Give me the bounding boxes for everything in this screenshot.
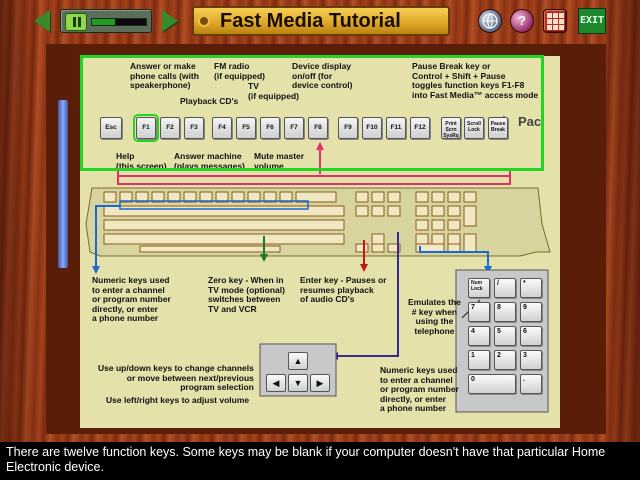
numpad-key: 4	[468, 326, 490, 346]
label-playback-cds: Playback CD's	[180, 96, 239, 106]
pause-break-key: Pause Break	[488, 117, 508, 139]
label-tv: TV(if equipped)	[248, 81, 299, 101]
exit-button[interactable]: EXIT	[578, 8, 606, 34]
purple-line-arrows	[338, 232, 399, 357]
numpad-key: 6	[520, 326, 542, 346]
next-page-icon[interactable]	[162, 10, 178, 32]
arrow-down-key: ▼	[288, 374, 308, 392]
function-key-f6: F6	[260, 117, 280, 139]
arrow-left-key: ◀	[266, 374, 286, 392]
numpad-key: 7	[468, 302, 490, 322]
function-key-f8: F8	[308, 117, 328, 139]
keyboard-keys	[103, 191, 477, 253]
arrow-right-key: ▶	[310, 374, 330, 392]
function-key-esc: Esc	[100, 117, 122, 139]
help-icon[interactable]: ?	[510, 9, 534, 33]
numpad-key: 2	[494, 350, 516, 370]
numpad-key: 8	[494, 302, 516, 322]
page-title: Fast Media Tutorial	[192, 6, 450, 36]
label-help: Help(this screen)	[116, 151, 167, 171]
logo-text: Pac	[518, 114, 542, 129]
function-key-f10: F10	[362, 117, 382, 139]
blue-line-numpad	[419, 246, 489, 266]
blue-arrow-left	[92, 266, 100, 274]
function-key-f3: F3	[184, 117, 204, 139]
function-key-f7: F7	[284, 117, 304, 139]
label-fm-radio: FM radio(if equipped)	[214, 61, 265, 81]
function-key-f11: F11	[386, 117, 406, 139]
function-keys-highlight	[80, 55, 544, 171]
scroll-slider[interactable]	[58, 100, 68, 268]
numpad-key: Num Lock	[468, 278, 490, 298]
print-screen-key: Print Scrn SysRq	[441, 117, 461, 139]
progress-bar[interactable]	[91, 18, 147, 26]
function-key-f5: F5	[236, 117, 256, 139]
media-player-control	[60, 9, 152, 33]
function-key-f4: F4	[212, 117, 232, 139]
function-key-f1: F1	[133, 114, 159, 142]
green-arrow-zero	[260, 254, 268, 262]
function-key-f9: F9	[338, 117, 358, 139]
function-key-f2: F2	[160, 117, 180, 139]
numpad-key: /	[494, 278, 516, 298]
help-glyph: ?	[518, 13, 526, 28]
keyboard-top-magenta	[117, 175, 511, 185]
numpad-key: 0	[468, 374, 516, 394]
label-answer-machine: Answer machine(plays messages)	[174, 151, 245, 171]
caption-text: There are twelve function keys. Some key…	[0, 442, 640, 480]
arrow-up-key: ▲	[288, 352, 308, 370]
numpad-key: 5	[494, 326, 516, 346]
pause-icon[interactable]	[65, 13, 87, 31]
numpad-key: 9	[520, 302, 542, 322]
red-arrow-enter	[360, 264, 368, 272]
label-left-right: Use left/right keys to adjust volume	[106, 395, 250, 405]
scroll-lock-key: Scroll Lock	[464, 117, 484, 139]
previous-page-icon[interactable]	[34, 10, 50, 32]
globe-icon[interactable]	[478, 9, 502, 33]
numpad-key: 1	[468, 350, 490, 370]
blue-number-row	[119, 200, 309, 210]
blue-line-numeric-left	[95, 205, 120, 266]
function-key-f12: F12	[410, 117, 430, 139]
numpad-key: *	[520, 278, 542, 298]
numpad-key: .	[520, 374, 542, 394]
progress-fill	[92, 19, 115, 25]
numpad-key: 3	[520, 350, 542, 370]
magenta-arrow-device	[316, 142, 324, 150]
grid-icon[interactable]	[543, 9, 567, 33]
